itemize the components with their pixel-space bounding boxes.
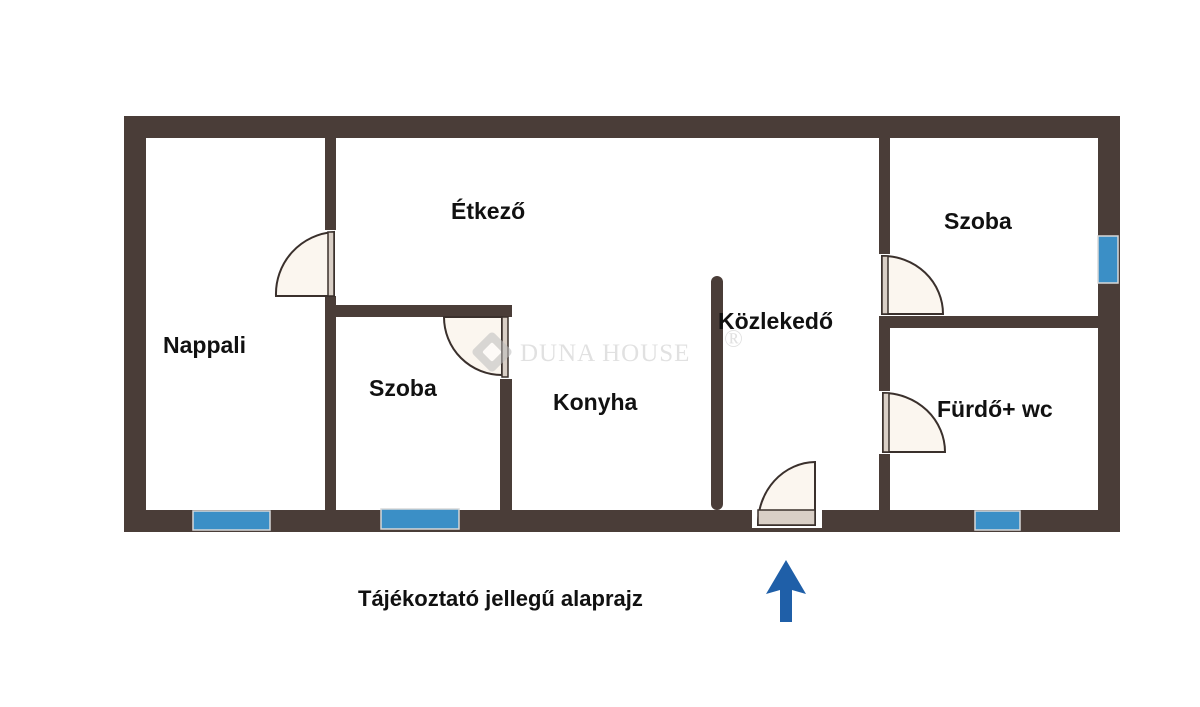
doors [274, 230, 947, 528]
caption: Tájékoztató jellegű alaprajz [358, 586, 643, 611]
door-furdo [876, 391, 947, 454]
room-label-etkezo: Étkező [451, 197, 525, 224]
window-furdo [974, 510, 1021, 531]
duna-house-logo-icon [472, 332, 512, 372]
windows [192, 235, 1119, 531]
walls [124, 116, 1120, 532]
room-label-furdo: Fürdő+ wc [937, 396, 1053, 422]
wall-nappali [325, 138, 336, 510]
watermark-registered: ® [724, 326, 744, 353]
wall-top [124, 116, 1120, 138]
window-nappali [192, 510, 271, 531]
wall-bottom [124, 510, 1120, 532]
door-szoba-right [876, 254, 945, 316]
window-szoba [380, 508, 460, 530]
wall-szoba-furdo [890, 316, 1098, 328]
wall-right-rooms [879, 138, 890, 510]
room-label-konyha: Konyha [553, 389, 638, 415]
wall-right [1098, 116, 1120, 532]
door-entrance [752, 460, 822, 528]
wall-szoba-top [336, 305, 512, 317]
wall-left [124, 116, 146, 532]
room-label-szoba-right: Szoba [944, 208, 1012, 234]
wall-kozlekedo [711, 276, 723, 510]
watermark: DUNA HOUSE ® [472, 326, 744, 372]
room-label-kozlekedo: Közlekedő [718, 308, 833, 334]
arrow-up-icon [766, 560, 806, 622]
watermark-text: DUNA HOUSE [520, 340, 690, 367]
room-label-szoba-small: Szoba [369, 375, 437, 401]
room-label-nappali: Nappali [163, 332, 246, 358]
window-szoba-right [1097, 235, 1119, 284]
door-nappali [274, 230, 338, 297]
